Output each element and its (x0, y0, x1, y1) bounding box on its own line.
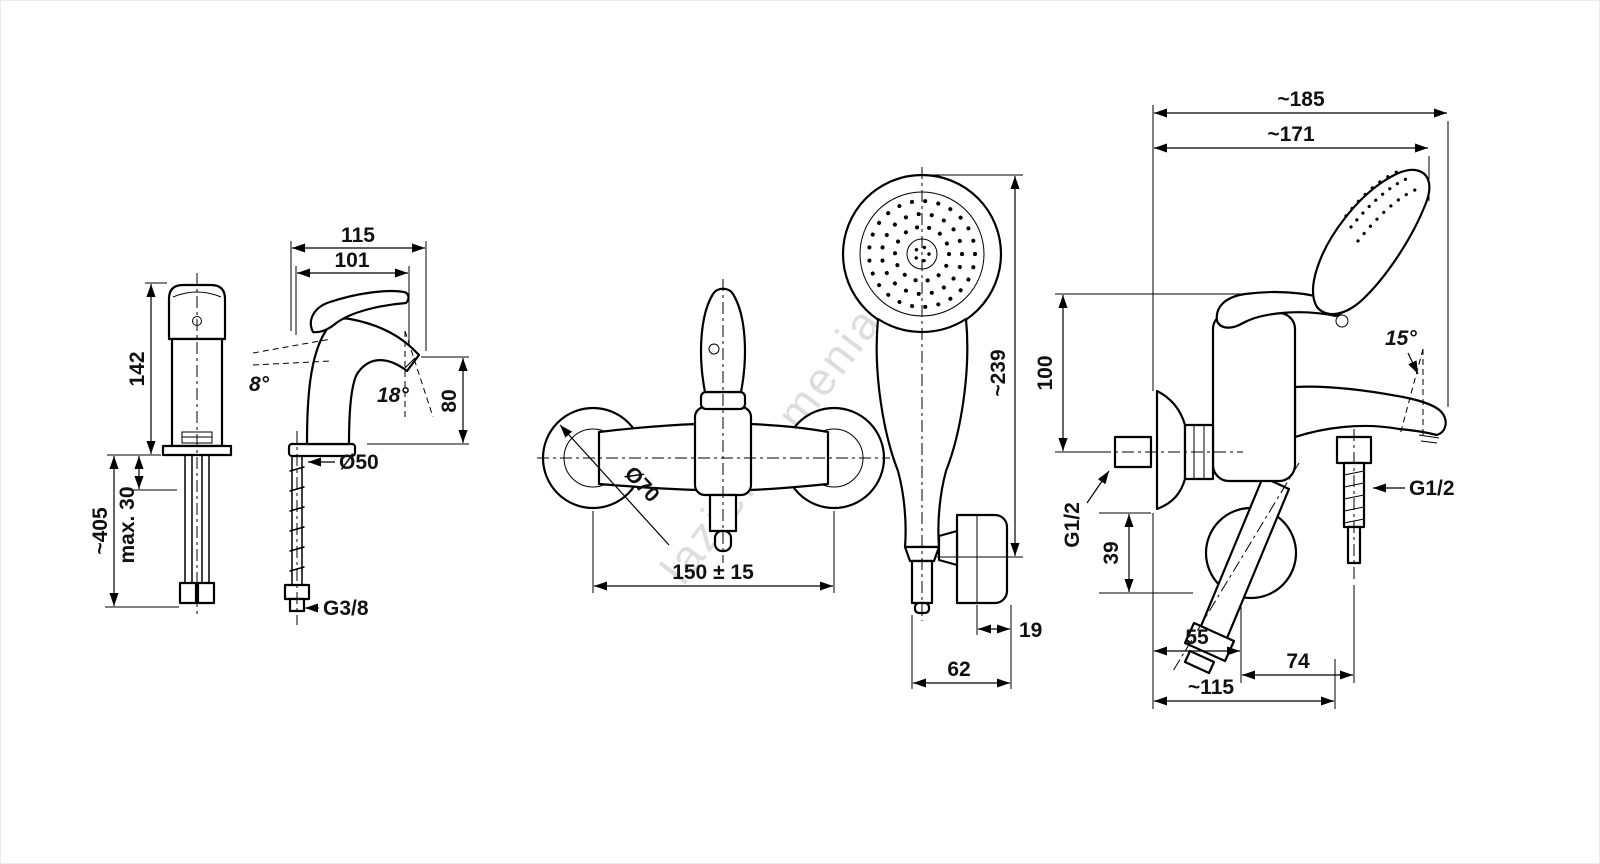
side-body-spout (305, 317, 421, 446)
dim-239: ~239 (987, 349, 1010, 396)
dim-405: ~405 (89, 507, 112, 555)
dim-g12-inlet: G1/2 (1061, 502, 1084, 548)
right-arm (747, 422, 830, 492)
dim-angle-8: 8° (249, 373, 270, 396)
dim-185: ~185 (1277, 88, 1325, 111)
bath-mixer-body (1211, 311, 1297, 483)
shower-bracket (955, 513, 1009, 605)
dim-150-15: 150 ± 15 (672, 561, 754, 584)
lever-ring (1335, 314, 1349, 328)
front-hose-nut-right (196, 581, 216, 605)
side-lever (309, 289, 410, 334)
dim-19: 19 (1019, 619, 1042, 642)
docked-shower-head (1312, 168, 1431, 316)
shower-dimensions: ~239 62 19 (911, 174, 1042, 689)
dim-142: 142 (126, 351, 149, 386)
bath-mixer-side-view (1099, 168, 1447, 675)
basin-faucet-front-view (161, 273, 233, 615)
basin-side-dimensions: 115 101 8° 18° 80 Ø50 G3/8 (249, 224, 469, 620)
dim-max-30: max. 30 (116, 486, 139, 563)
dim-angle-15: 15° (1385, 327, 1417, 350)
wall-mixer-lever (699, 287, 747, 394)
dim-dia-50: Ø50 (339, 451, 379, 474)
dim-55: 55 (1185, 626, 1209, 649)
wall-flange (1155, 389, 1187, 511)
dim-171: ~171 (1267, 123, 1315, 146)
dim-115b: ~115 (1188, 676, 1234, 699)
dim-115: 115 (341, 224, 375, 247)
dim-g38: G3/8 (323, 597, 369, 620)
front-supply-hoses (184, 454, 210, 584)
basin-faucet-side-view (283, 289, 421, 625)
dim-angle-18: 18° (377, 384, 409, 407)
dim-g12-spout: G1/2 (1409, 477, 1455, 500)
dim-100: 100 (1034, 355, 1057, 390)
hand-shower (841, 167, 1009, 621)
dim-80: 80 (438, 389, 461, 412)
basin-front-dimensions: 142 ~405 max. 30 (89, 282, 179, 608)
dim-101: 101 (334, 249, 369, 272)
dim-74: 74 (1286, 650, 1310, 673)
spout (1293, 385, 1447, 439)
wall-mixer-front-view (537, 279, 890, 563)
shower-handle (875, 317, 969, 549)
lever-button (708, 343, 720, 355)
dim-62: 62 (947, 658, 970, 681)
bath-mixer-dimensions: ~185 ~171 100 15° G1/2 G1/2 39 55 74 ~11… (1034, 88, 1455, 709)
side-threaded-rod (289, 455, 305, 586)
dim-39: 39 (1100, 541, 1123, 564)
bracket-holder (937, 529, 959, 567)
front-hose-nut-left (178, 581, 198, 605)
